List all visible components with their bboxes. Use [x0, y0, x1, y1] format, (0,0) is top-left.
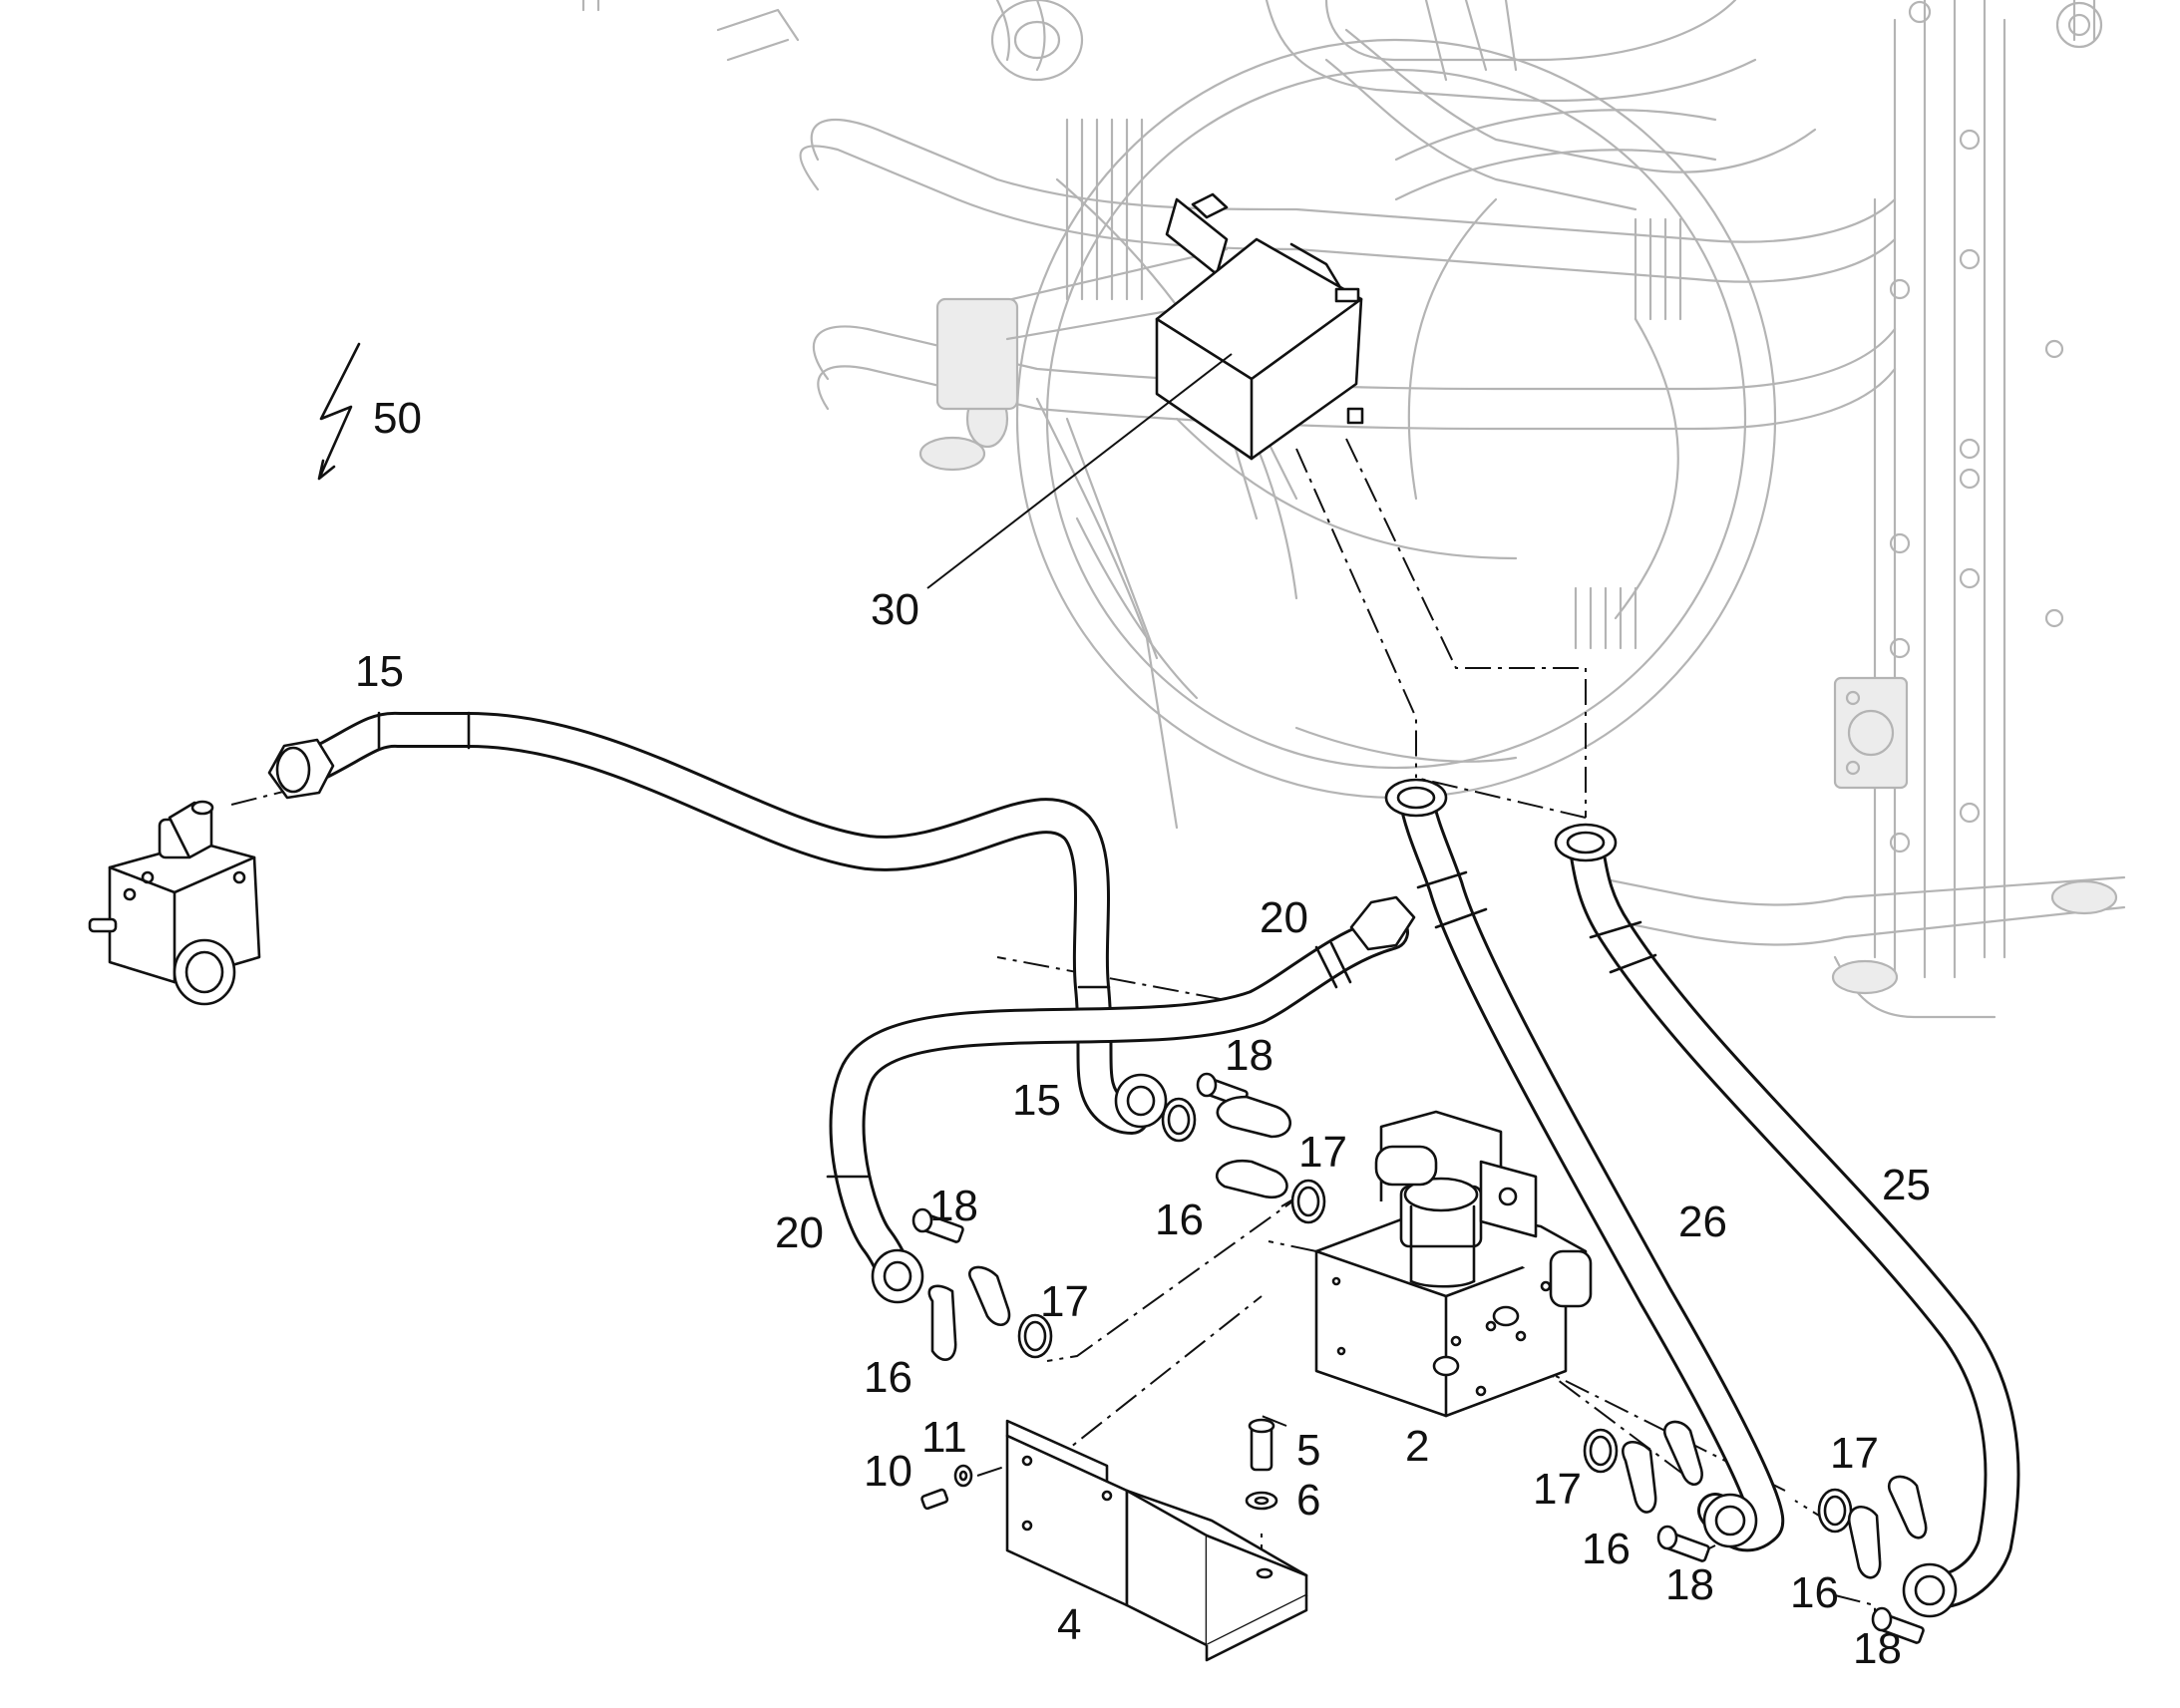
leader-lines	[926, 353, 1233, 589]
callout-5: 5	[1296, 1426, 1320, 1475]
part-4-bracket	[1005, 1419, 1308, 1662]
part-18-bolt-b	[911, 1207, 964, 1243]
callout-16: 16	[1582, 1525, 1631, 1573]
callout-50: 50	[373, 394, 422, 443]
part-18-bolt-d	[1871, 1606, 1925, 1644]
callout-16: 16	[864, 1353, 912, 1402]
part-17-oring-c	[1017, 1313, 1053, 1359]
callout-15: 15	[1012, 1076, 1061, 1125]
part-11-washer	[953, 1464, 973, 1488]
callout-6: 6	[1296, 1476, 1320, 1525]
part-30-sensor-unit	[1155, 192, 1364, 461]
part-16-flange-a	[1216, 1095, 1292, 1199]
callout-26: 26	[1678, 1197, 1727, 1246]
callout-16: 16	[1790, 1568, 1839, 1617]
part-16-flange-d	[1847, 1475, 1928, 1579]
callout-17: 17	[1040, 1277, 1089, 1326]
callout-17: 17	[1298, 1128, 1347, 1177]
part-2-valve-block	[1314, 1110, 1593, 1418]
callout-18: 18	[929, 1182, 978, 1230]
hose-26	[1384, 778, 1785, 1552]
part-6-washer	[1245, 1491, 1278, 1511]
callout-10: 10	[864, 1447, 912, 1496]
callout-2: 2	[1405, 1422, 1429, 1471]
callout-18: 18	[1853, 1624, 1902, 1673]
callout-16: 16	[1155, 1196, 1204, 1244]
callout-11: 11	[921, 1413, 967, 1462]
callout-labels: 50 30 15 20 15 18 17 16 20 18 17 16 26 2…	[355, 394, 1931, 1673]
hose-20	[826, 895, 1416, 1304]
part-17-oring-d	[1583, 1428, 1619, 1474]
callout-18: 18	[1225, 1031, 1273, 1080]
callout-17: 17	[1830, 1429, 1879, 1478]
callout-18: 18	[1665, 1560, 1714, 1609]
hose-15	[267, 711, 1168, 1135]
part-16-flange-b	[927, 1265, 1011, 1361]
callout-15: 15	[355, 647, 404, 696]
callout-17: 17	[1533, 1465, 1582, 1514]
callout-20: 20	[1260, 893, 1308, 942]
part-16-flange-c	[1622, 1420, 1703, 1514]
part-18-bolt-a	[1196, 1072, 1249, 1108]
background-cooling-assembly	[581, 0, 2126, 1019]
callout-30: 30	[871, 585, 919, 634]
callout-25: 25	[1882, 1161, 1931, 1209]
pump-unit	[88, 800, 261, 1006]
part-10-screw	[920, 1488, 949, 1511]
part-17-oring-e	[1817, 1488, 1853, 1534]
part-17-oring-b	[1290, 1179, 1326, 1224]
callout-4: 4	[1057, 1600, 1081, 1649]
fasteners	[911, 1072, 1928, 1644]
part-17-oring-a	[1161, 1097, 1197, 1143]
hose-25	[1554, 823, 2020, 1618]
lightning-arrow-icon	[317, 342, 361, 481]
part-18-bolt-c	[1656, 1525, 1710, 1562]
part-5-screw	[1248, 1418, 1275, 1472]
callout-20: 20	[775, 1208, 824, 1257]
